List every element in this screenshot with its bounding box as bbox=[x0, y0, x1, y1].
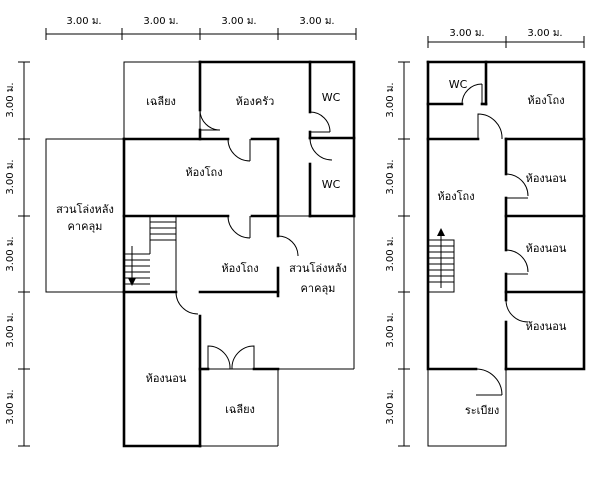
room-wc-2: WC bbox=[322, 178, 341, 191]
room-bedroom: ห้องนอน bbox=[146, 372, 187, 385]
ground-floor-plan: เฉลียง ห้องครัว WC WC ห้องโถง สวนโล่งหลั… bbox=[45, 60, 356, 448]
room-hall-2: ห้องโถง bbox=[221, 261, 258, 275]
room-covered-garden-right-line2: คาคลุม bbox=[301, 282, 336, 295]
room-covered-garden-left-line1: สวนโล่งหลัง bbox=[56, 202, 114, 216]
dim-top-right-2: 3.00 ม. bbox=[527, 28, 562, 39]
dim-right-2: 3.00 ม. bbox=[385, 159, 396, 194]
dim-right-5: 3.00 ม. bbox=[385, 389, 396, 424]
room-hall-1: ห้องโถง bbox=[185, 165, 222, 179]
dim-top-right-1: 3.00 ม. bbox=[449, 28, 484, 39]
dim-right-4: 3.00 ม. bbox=[385, 312, 396, 347]
dim-top-left-2: 3.00 ม. bbox=[143, 16, 178, 27]
dim-right-1: 3.00 ม. bbox=[385, 82, 396, 117]
room-upper-bedroom-1: ห้องนอน bbox=[526, 172, 567, 185]
dim-top-left-1: 3.00 ม. bbox=[66, 16, 101, 27]
dim-left-4: 3.00 ม. bbox=[5, 312, 16, 347]
room-upper-hall: ห้องโถง bbox=[437, 189, 474, 203]
room-upper-bedroom-2: ห้องนอน bbox=[526, 242, 567, 255]
upper-floor-labels: WC ห้องโถง ห้องโถง ห้องนอน ห้องนอน ห้องน… bbox=[437, 78, 567, 417]
dim-left-2: 3.00 ม. bbox=[5, 159, 16, 194]
room-balcony: ระเบียง bbox=[465, 404, 499, 417]
room-terrace-bottom: เฉลียง bbox=[225, 403, 255, 416]
room-upper-hall-top: ห้องโถง bbox=[527, 93, 564, 107]
dim-left-3: 3.00 ม. bbox=[5, 236, 16, 271]
upper-floor-plan: WC ห้องโถง ห้องโถง ห้องนอน ห้องนอน ห้องน… bbox=[426, 60, 586, 447]
staircase-ground bbox=[123, 215, 177, 293]
dim-right-3: 3.00 ม. bbox=[385, 236, 396, 271]
staircase-upper bbox=[427, 228, 455, 293]
room-upper-wc: WC bbox=[449, 78, 468, 91]
room-terrace-top: เฉลียง bbox=[146, 95, 176, 108]
room-covered-garden-left-line2: คาคลุม bbox=[68, 220, 103, 233]
ground-floor-labels: เฉลียง ห้องครัว WC WC ห้องโถง สวนโล่งหลั… bbox=[56, 91, 347, 416]
room-covered-garden-right-line1: สวนโล่งหลัง bbox=[289, 261, 347, 275]
room-wc-1: WC bbox=[322, 91, 341, 104]
dim-left-5: 3.00 ม. bbox=[5, 389, 16, 424]
dim-left-1: 3.00 ม. bbox=[5, 82, 16, 117]
dimension-lines: 3.00 ม. 3.00 ม. 3.00 ม. 3.00 ม. 3.00 ม. … bbox=[5, 16, 585, 447]
dim-top-left-3: 3.00 ม. bbox=[221, 16, 256, 27]
room-upper-bedroom-3: ห้องนอน bbox=[526, 320, 567, 333]
dim-top-left-4: 3.00 ม. bbox=[299, 16, 334, 27]
room-kitchen: ห้องครัว bbox=[236, 95, 275, 108]
